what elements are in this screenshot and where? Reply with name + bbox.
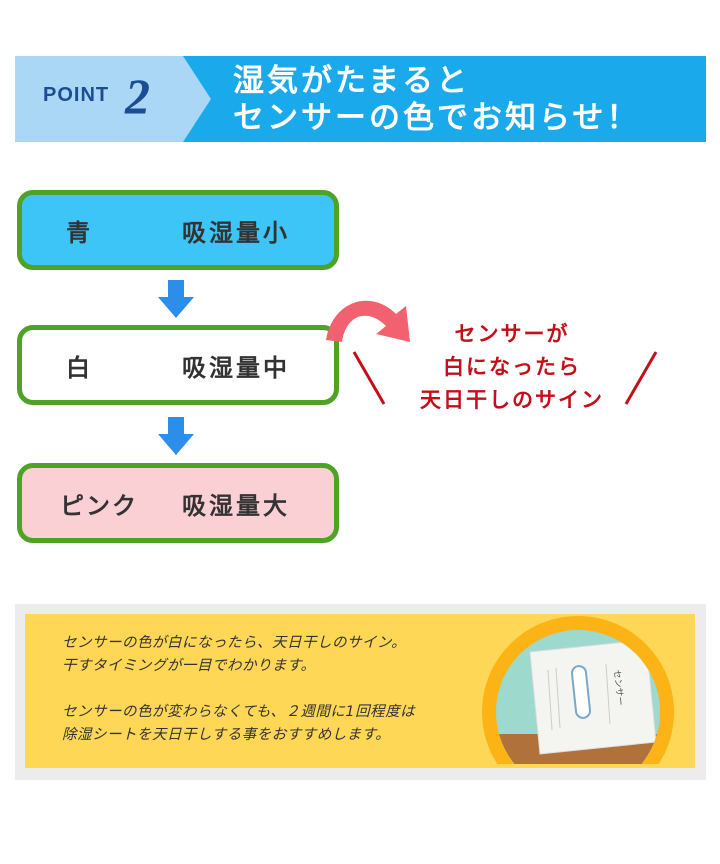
callout-line1: センサーが <box>454 322 570 346</box>
callout-line2: 白になったら <box>443 355 581 379</box>
point-badge: POINT 2 <box>15 56 215 142</box>
info-text: センサーの色が白になったら、天日干しのサイン。 干すタイミングが一目でわかります… <box>62 632 482 747</box>
header-title-line2: センサーの色でお知らせ！ <box>233 100 641 136</box>
emphasis-slash-left <box>352 351 386 405</box>
sensor-illustration: センサー <box>496 630 660 764</box>
step-level-label: 吸湿量中 <box>182 353 290 382</box>
callout-text: センサーが 白になったら 天日干しのサイン <box>396 318 628 417</box>
step-color-label: 白 <box>66 353 92 382</box>
step-color-label: ピンク <box>60 491 138 520</box>
curved-arrow-icon <box>326 300 410 342</box>
emphasis-slash-right <box>624 351 658 405</box>
step-level-label: 吸湿量大 <box>182 491 290 520</box>
step-white-box: 白 吸湿量中 <box>17 325 339 405</box>
info-line: 除湿シートを天日干しする事をおすすめします。 <box>62 727 391 743</box>
info-line: センサーの色が変わらなくても、２週間に1回程度は <box>62 704 416 720</box>
info-line: 干すタイミングが一目でわかります。 <box>62 658 316 674</box>
header-title-line1: 湿気がたまると <box>233 63 471 99</box>
header-title: 湿気がたまると センサーの色でお知らせ！ <box>233 63 640 137</box>
step-blue-box: 青 吸湿量小 <box>17 190 339 270</box>
header-title-bar <box>183 56 706 142</box>
photo-label: センサー <box>611 669 626 706</box>
callout-line3: 天日干しのサイン <box>420 388 604 412</box>
arrow-down-icon <box>158 280 194 318</box>
step-level-label: 吸湿量小 <box>182 218 290 247</box>
sensor-photo: センサー <box>496 630 660 764</box>
point-label: POINT <box>43 84 110 106</box>
step-pink-box: ピンク 吸湿量大 <box>17 463 339 543</box>
arrow-down-icon <box>158 417 194 455</box>
info-line: センサーの色が白になったら、天日干しのサイン。 <box>62 635 407 651</box>
point-number: 2 <box>125 68 150 124</box>
step-color-label: 青 <box>66 218 92 247</box>
point-header: POINT 2 湿気がたまると センサーの色でお知らせ！ <box>15 56 706 142</box>
